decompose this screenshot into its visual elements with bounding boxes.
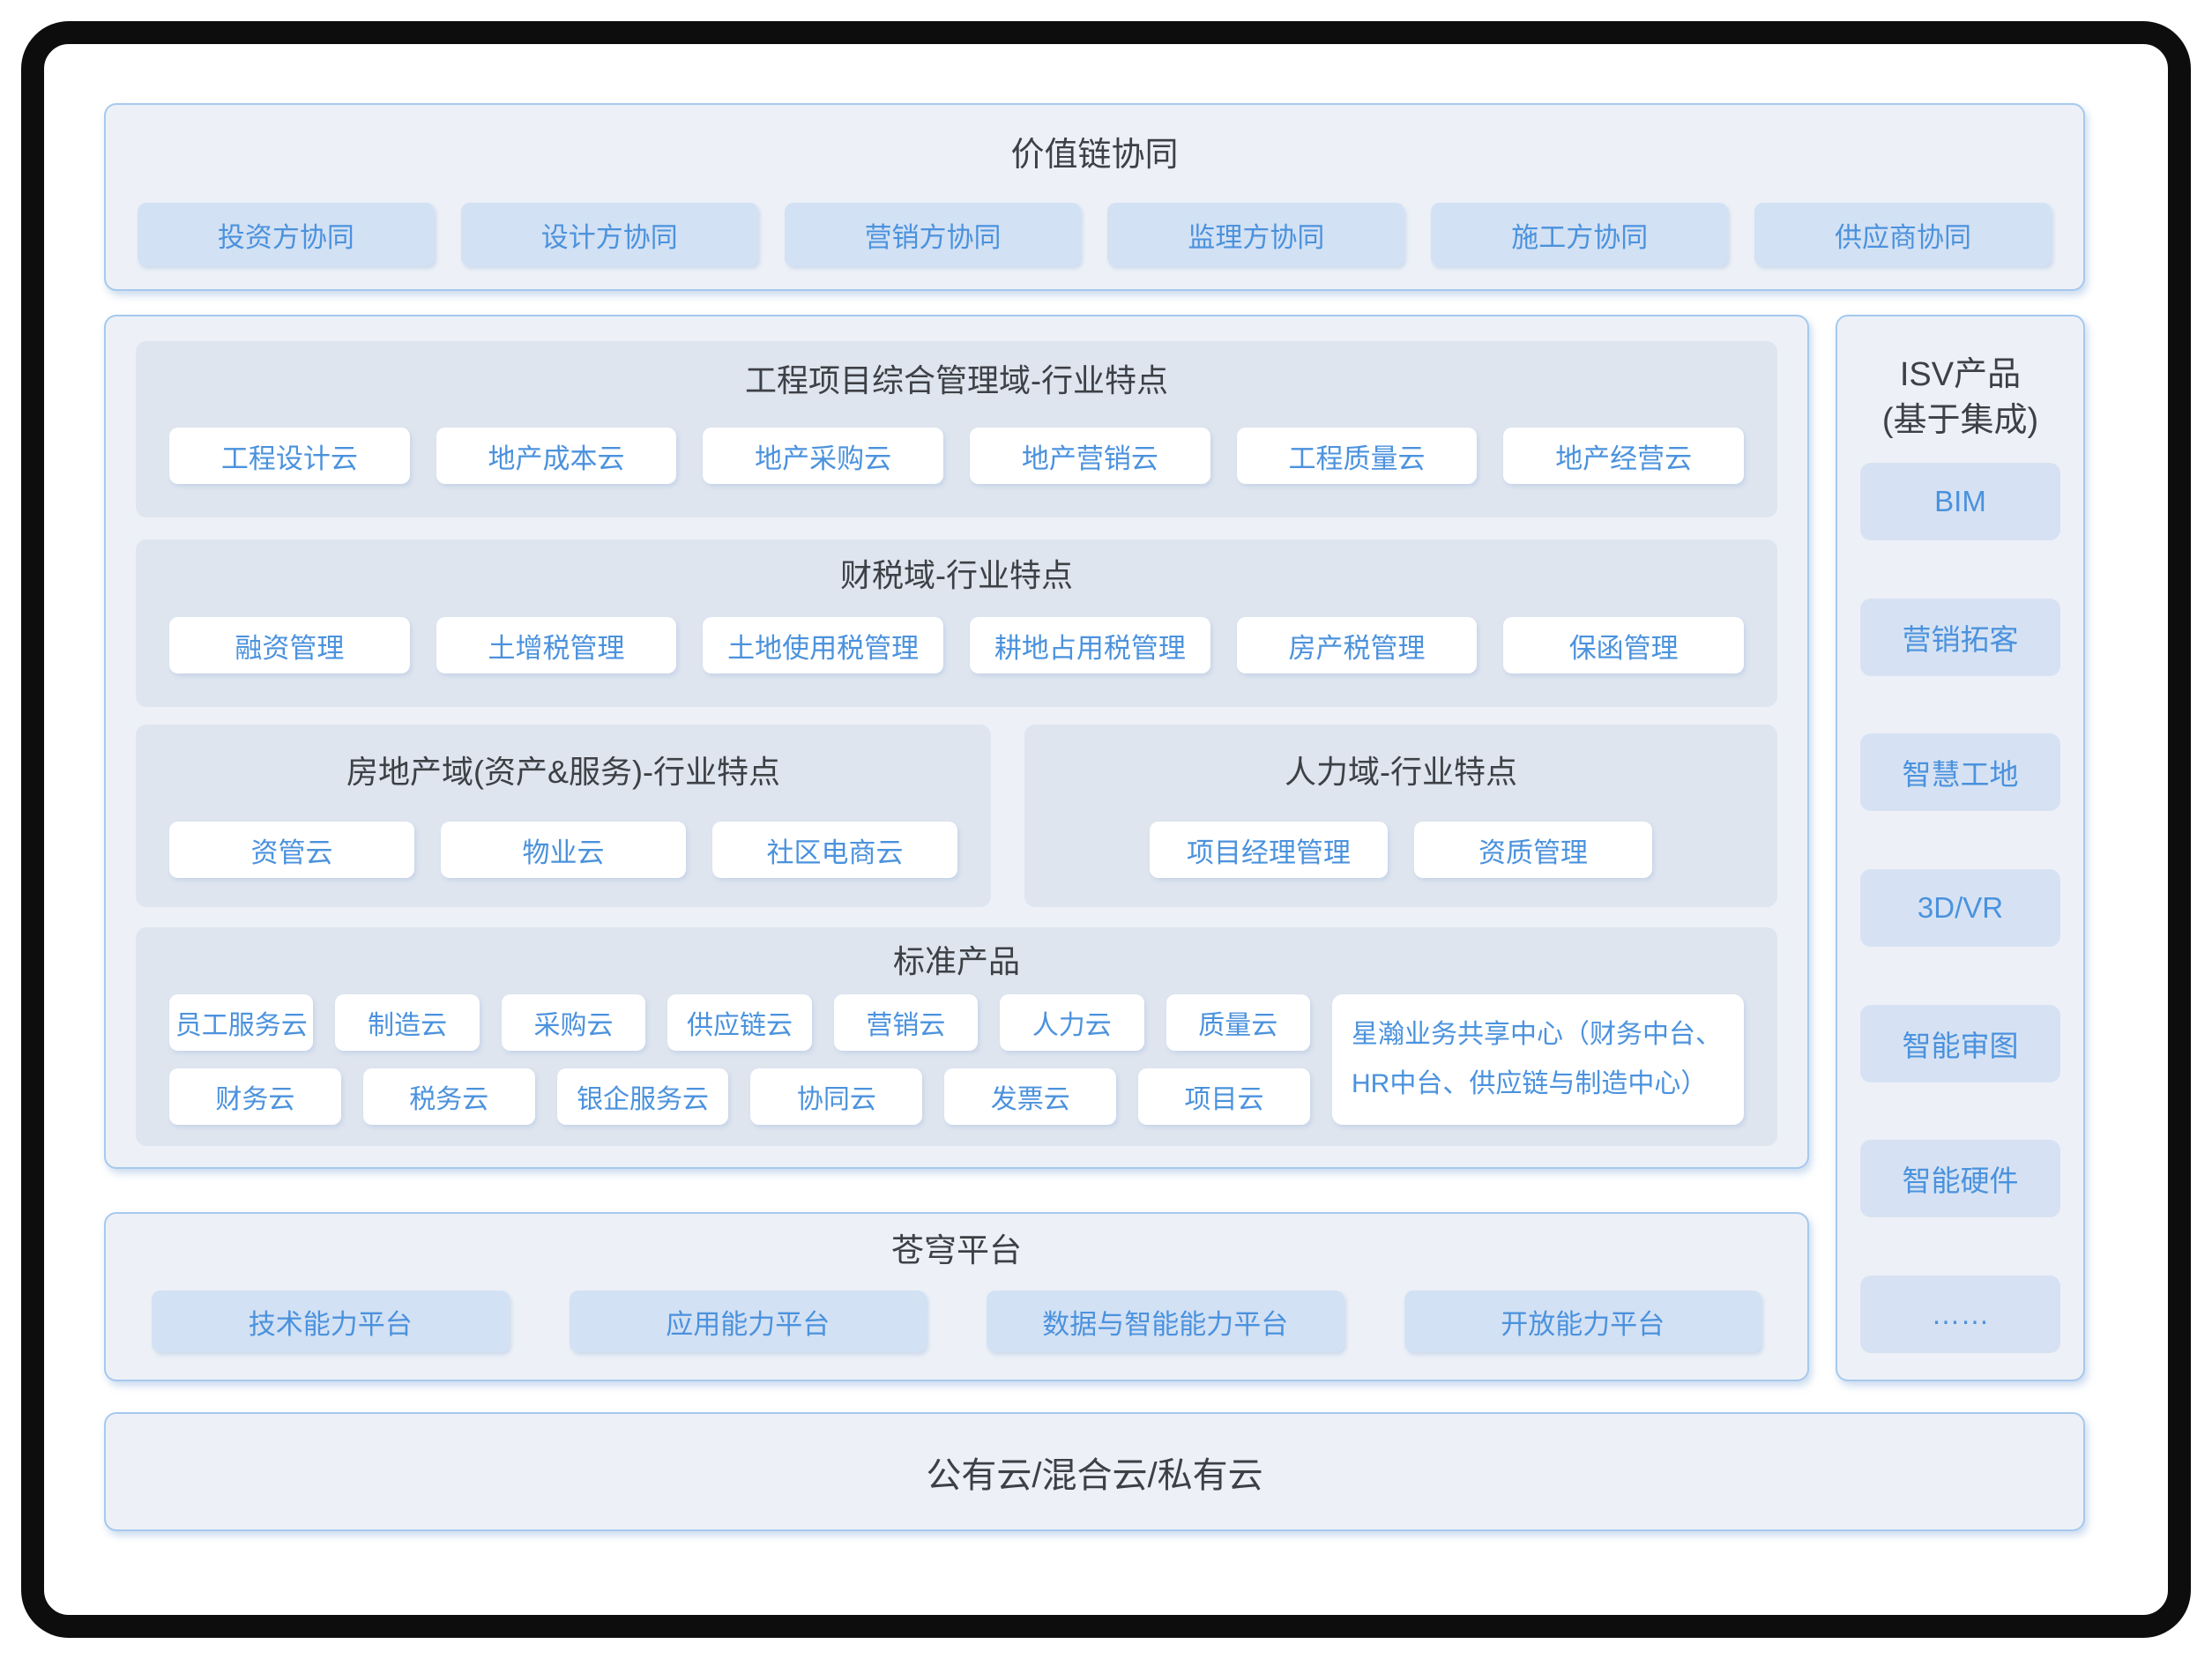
chip-realestate-marketing-cloud: 地产营销云: [970, 428, 1210, 484]
chip-project-manager-mgmt: 项目经理管理: [1150, 822, 1388, 878]
chip-hr-cloud: 人力云: [1000, 994, 1144, 1051]
hr-chip-row: 项目经理管理 资质管理: [1058, 822, 1744, 878]
chip-realestate-operation-cloud: 地产经营云: [1503, 428, 1745, 484]
isv-title-line2: (基于集成): [1881, 402, 2039, 439]
chip-marketing-lead-gen: 营销拓客: [1860, 598, 2060, 676]
realestate-domain-section: 房地产域(资产&服务)-行业特点 资管云 物业云 社区电商云: [136, 725, 991, 907]
chip-bank-enterprise-service-cloud: 银企服务云: [556, 1068, 729, 1125]
finance-tax-domain-title: 财税域-行业特点: [840, 557, 1073, 593]
chip-smart-construction-site: 智慧工地: [1860, 733, 2060, 812]
chip-supply-chain-cloud: 供应链云: [667, 994, 812, 1051]
isv-title-line1: ISV产品: [1899, 356, 2022, 393]
standard-products-row-1: 员工服务云 制造云 采购云 供应链云 营销云 人力云 质量云: [169, 994, 1310, 1051]
chip-realestate-cost-cloud: 地产成本云: [436, 428, 677, 484]
value-chain-chip-designer: 设计方协同: [460, 203, 758, 266]
isv-items-list: BIM 营销拓客 智慧工地 3D/VR 智能审图 智能硬件 ……: [1860, 463, 2060, 1353]
chip-invoice-cloud: 发票云: [944, 1068, 1117, 1125]
chip-realestate-procurement-cloud: 地产采购云: [703, 428, 944, 484]
chip-tech-capability-platform: 技术能力平台: [152, 1291, 510, 1352]
finance-tax-chip-row: 融资管理 土增税管理 土地使用税管理 耕地占用税管理 房产税管理 保函管理: [169, 617, 1745, 673]
value-chain-chip-row: 投资方协同 设计方协同 营销方协同 监理方协同 施工方协同 供应商协同: [138, 203, 2052, 266]
project-domain-section: 工程项目综合管理域-行业特点 工程设计云 地产成本云 地产采购云 地产营销云 工…: [136, 341, 1777, 517]
chip-engineering-quality-cloud: 工程质量云: [1236, 428, 1478, 484]
cosmic-platform-chip-row: 技术能力平台 应用能力平台 数据与智能能力平台 开放能力平台: [152, 1291, 1761, 1352]
chip-qualification-mgmt: 资质管理: [1414, 822, 1652, 878]
standard-products-grid: 员工服务云 制造云 采购云 供应链云 营销云 人力云 质量云 财务云: [169, 994, 1310, 1125]
value-chain-chip-marketing: 营销方协同: [784, 203, 1082, 266]
project-domain-title: 工程项目综合管理域-行业特点: [745, 362, 1168, 398]
chip-property-cloud: 物业云: [441, 822, 686, 878]
chip-engineering-design-cloud: 工程设计云: [169, 428, 410, 484]
isv-products-section: ISV产品 (基于集成) BIM 营销拓客 智慧工地 3D/VR 智能审图 智能…: [1836, 315, 2085, 1381]
chip-property-tax-mgmt: 房产税管理: [1236, 617, 1478, 673]
cosmic-platform-title: 苍穹平台: [891, 1232, 1022, 1268]
chip-3d-vr: 3D/VR: [1860, 868, 2060, 947]
chip-ellipsis-more: ……: [1860, 1275, 2060, 1353]
chip-manufacturing-cloud: 制造云: [335, 994, 480, 1051]
chip-open-capability-platform: 开放能力平台: [1404, 1291, 1761, 1352]
middle-row: 工程项目综合管理域-行业特点 工程设计云 地产成本云 地产采购云 地产营销云 工…: [104, 315, 2085, 1381]
value-chain-chip-construction: 施工方协同: [1431, 203, 1729, 266]
device-frame: 价值链协同 投资方协同 设计方协同 营销方协同 监理方协同 施工方协同 供应商协…: [21, 21, 2191, 1638]
realestate-chip-row: 资管云 物业云 社区电商云: [169, 822, 957, 878]
chip-finance-cloud: 财务云: [169, 1068, 341, 1125]
chip-shared-business-center: 星瀚业务共享中心（财务中台、HR中台、供应链与制造中心）: [1332, 994, 1744, 1125]
value-chain-section: 价值链协同 投资方协同 设计方协同 营销方协同 监理方协同 施工方协同 供应商协…: [104, 103, 2085, 291]
domain-pair-row: 房地产域(资产&服务)-行业特点 资管云 物业云 社区电商云 人力域-行业特点 …: [136, 725, 1777, 907]
chip-collaboration-cloud: 协同云: [750, 1068, 923, 1125]
standard-products-section: 标准产品 员工服务云 制造云 采购云 供应链云 营销云 人力云: [136, 927, 1777, 1146]
realestate-domain-title: 房地产域(资产&服务)-行业特点: [346, 754, 780, 790]
cloud-deployment-title: 公有云/混合云/私有云: [926, 1455, 1263, 1495]
value-chain-chip-supervision: 监理方协同: [1107, 203, 1405, 266]
chip-bim: BIM: [1860, 463, 2060, 540]
value-chain-chip-supplier: 供应商协同: [1754, 203, 2052, 266]
cloud-deployment-section: 公有云/混合云/私有云: [104, 1412, 2085, 1531]
chip-app-capability-platform: 应用能力平台: [569, 1291, 927, 1352]
chip-marketing-cloud: 营销云: [833, 994, 979, 1051]
chip-community-ecommerce-cloud: 社区电商云: [712, 822, 957, 878]
chip-land-vat-mgmt: 土增税管理: [436, 617, 677, 673]
chip-project-cloud: 项目云: [1138, 1068, 1310, 1125]
chip-guarantee-mgmt: 保函管理: [1503, 617, 1745, 673]
hr-domain-section: 人力域-行业特点 项目经理管理 资质管理: [1024, 725, 1777, 907]
chip-land-use-tax-mgmt: 土地使用税管理: [703, 617, 944, 673]
standard-products-body: 员工服务云 制造云 采购云 供应链云 营销云 人力云 质量云 财务云: [169, 994, 1744, 1125]
chip-farmland-occupation-tax-mgmt: 耕地占用税管理: [970, 617, 1210, 673]
chip-procurement-cloud: 采购云: [501, 994, 646, 1051]
value-chain-chip-investor: 投资方协同: [138, 203, 435, 266]
value-chain-title: 价值链协同: [1010, 137, 1179, 174]
chip-quality-cloud: 质量云: [1166, 994, 1310, 1051]
standard-products-row-2: 财务云 税务云 银企服务云 协同云 发票云 项目云: [169, 1068, 1310, 1125]
chip-data-ai-capability-platform: 数据与智能能力平台: [987, 1291, 1344, 1352]
standard-products-title: 标准产品: [892, 943, 1020, 979]
finance-tax-domain-section: 财税域-行业特点 融资管理 土增税管理 土地使用税管理 耕地占用税管理 房产税管…: [136, 539, 1777, 707]
chip-asset-mgmt-cloud: 资管云: [169, 822, 414, 878]
chip-smart-hardware: 智能硬件: [1860, 1140, 2060, 1218]
chip-tax-cloud: 税务云: [362, 1068, 535, 1125]
cosmic-platform-section: 苍穹平台 技术能力平台 应用能力平台 数据与智能能力平台 开放能力平台: [104, 1212, 1809, 1381]
hr-domain-title: 人力域-行业特点: [1285, 754, 1517, 790]
chip-employee-service-cloud: 员工服务云: [169, 994, 314, 1051]
left-column: 工程项目综合管理域-行业特点 工程设计云 地产成本云 地产采购云 地产营销云 工…: [104, 315, 1809, 1381]
domains-section: 工程项目综合管理域-行业特点 工程设计云 地产成本云 地产采购云 地产营销云 工…: [104, 315, 1809, 1169]
chip-smart-drawing-review: 智能审图: [1860, 1004, 2060, 1082]
project-domain-chip-row: 工程设计云 地产成本云 地产采购云 地产营销云 工程质量云 地产经营云: [169, 428, 1745, 484]
chip-financing-mgmt: 融资管理: [169, 617, 410, 673]
architecture-diagram: 价值链协同 投资方协同 设计方协同 营销方协同 监理方协同 施工方协同 供应商协…: [104, 103, 2085, 1531]
isv-products-title: ISV产品 (基于集成): [1860, 352, 2060, 443]
